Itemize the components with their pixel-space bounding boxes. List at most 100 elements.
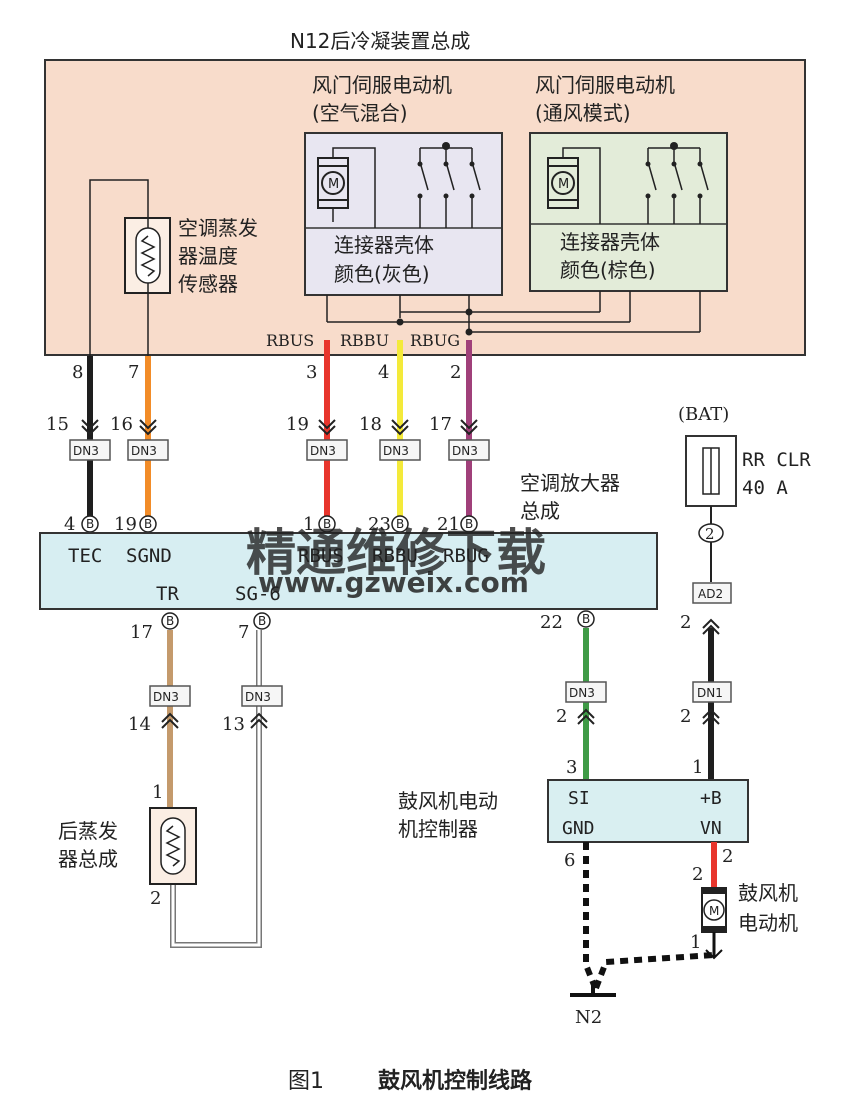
motor-pin-1: 1 (690, 932, 701, 953)
amp-bottom-marker-2: B (258, 614, 266, 628)
amp-top-pin-21: 21 (437, 514, 460, 535)
conn-upper-pin-15: 15 (46, 414, 69, 435)
blower-motor-controller (547, 779, 749, 843)
servo-air-mix-title: 风门伺服电动机 (312, 73, 452, 97)
ctrl-pin-6: 6 (564, 850, 575, 871)
conn-upper-box-5: DN3 (452, 444, 478, 458)
conn-lower-left-pin-14: 14 (128, 714, 151, 735)
motor-pin-2: 2 (692, 864, 703, 885)
conn-upper-box-1: DN3 (73, 444, 99, 458)
battery-label: (BAT) (678, 404, 729, 425)
amp-signal-sgnd: SGND (126, 545, 172, 567)
ctrl-label-2: 机控制器 (398, 817, 478, 841)
conn-lower-left-pin-13: 13 (222, 714, 245, 735)
amp-bottom-pin-7: 7 (238, 622, 249, 643)
evap-sensor-label-2: 器温度 (178, 244, 238, 268)
conn-lower-right-pin-1: 2 (556, 706, 567, 727)
servo-vent-mode: M (529, 132, 728, 292)
amp-signal-tr: TR (156, 583, 179, 605)
servo-vent-mode-housing-1: 连接器壳体 (560, 230, 660, 254)
watermark-url: www.gzweix.com (258, 566, 529, 599)
servo-vent-mode-subtitle: (通风模式) (535, 101, 631, 125)
amp-signal-tec: TEC (68, 545, 102, 567)
fuse-pin-2: 2 (705, 525, 715, 543)
servo-air-mix-motor-icon: M (328, 177, 339, 192)
conn-lower-right-pin-2: 2 (680, 706, 691, 727)
bus-label-rbus: RBUS (266, 331, 314, 350)
amp-pin-marker-4: B (396, 517, 404, 531)
amp-bottom-pin-17: 17 (130, 622, 153, 643)
fuse-name: RR CLR (742, 449, 811, 471)
conn-ad2: AD2 (698, 587, 723, 601)
rear-evap-label-2: 器总成 (58, 847, 118, 871)
wire-gnd-hatched (583, 842, 599, 992)
ctrl-signal-vn: VN (700, 818, 722, 839)
amp-top-pin-23: 23 (368, 514, 391, 535)
servo-vent-mode-title: 风门伺服电动机 (535, 73, 675, 97)
conn-lower-right-dn1: DN1 (697, 686, 723, 700)
amp-signal-rbbu: RBBU (372, 545, 418, 567)
ac-amplifier-assembly (39, 532, 658, 610)
rear-evap-pin-1: 1 (152, 782, 163, 803)
conn-ad2-pin: 2 (680, 612, 691, 633)
amp-pin-marker-3: B (323, 517, 331, 531)
unit-pin-3: 3 (306, 362, 317, 383)
evap-sensor-label-3: 传感器 (178, 272, 238, 296)
amp-pin-marker-2: B (144, 517, 152, 531)
rear-evap-pin-2: 2 (150, 888, 161, 909)
conn-upper-pin-19: 19 (286, 414, 309, 435)
amp-bottom-marker-1: B (166, 614, 174, 628)
amp-pin-marker-1: B (86, 517, 94, 531)
ctrl-signal-gnd: GND (562, 818, 595, 839)
conn-lower-left-dn3-2: DN3 (245, 690, 271, 704)
ctrl-pin-3: 3 (566, 757, 577, 778)
figure-caption: 鼓风机控制线路 (378, 1068, 533, 1094)
blower-motor-label-1: 鼓风机 (738, 881, 798, 905)
bus-label-rbug: RBUG (410, 331, 460, 350)
ctrl-signal-si: SI (568, 788, 590, 809)
figure-number: 图1 (288, 1069, 324, 1094)
blower-motor-label-2: 电动机 (738, 911, 798, 935)
amplifier-label-1: 空调放大器 (520, 471, 620, 495)
unit-pin-7: 7 (128, 362, 139, 383)
conn-lower-right-dn3: DN3 (569, 686, 595, 700)
ctrl-pin-1: 1 (692, 757, 703, 778)
amp-bottom-pin-22: 22 (540, 612, 563, 633)
servo-air-mix-housing-2: 颜色(灰色) (334, 262, 430, 286)
ctrl-label-1: 鼓风机电动 (398, 789, 498, 813)
amplifier-label-2: 总成 (520, 499, 560, 523)
amp-bottom-marker-3: B (582, 612, 590, 626)
unit-title: N12后冷凝装置总成 (290, 29, 470, 53)
conn-upper-box-2: DN3 (131, 444, 157, 458)
conn-upper-pin-18: 18 (359, 414, 382, 435)
unit-pin-8: 8 (72, 362, 83, 383)
wire-sg6-white (170, 630, 262, 948)
amp-pin-marker-5: B (465, 517, 473, 531)
unit-pin-4: 4 (378, 362, 389, 383)
amp-signal-rbug: RBUG (443, 545, 489, 567)
conn-upper-box-4: DN3 (383, 444, 409, 458)
amp-top-pin-1: 1 (303, 514, 314, 535)
bus-label-rbbu: RBBU (340, 331, 389, 350)
amp-signal-sg6: SG-6 (235, 583, 281, 605)
fuse-rating: 40 A (742, 477, 788, 499)
amp-signal-rbus: RBUS (298, 545, 344, 567)
unit-pin-2: 2 (450, 362, 461, 383)
servo-air-mix-housing-1: 连接器壳体 (334, 233, 434, 257)
conn-upper-pin-17: 17 (429, 414, 452, 435)
ground-label: N2 (575, 1007, 602, 1028)
ctrl-pin-2: 2 (722, 846, 733, 867)
watermark-title: 精通维修下载 (246, 524, 546, 582)
evap-temp-sensor (124, 217, 171, 294)
internal-bus-wiring (326, 291, 701, 333)
conn-lower-left-dn3-1: DN3 (153, 690, 179, 704)
amp-top-pin-19: 19 (114, 514, 137, 535)
servo-vent-mode-motor-icon: M (558, 177, 569, 192)
conn-upper-pin-16: 16 (110, 414, 133, 435)
blower-motor-symbol: M (709, 904, 719, 918)
servo-air-mix-subtitle: (空气混合) (312, 101, 408, 125)
ctrl-signal-b: +B (700, 788, 722, 809)
rear-evap-label-1: 后蒸发 (58, 819, 118, 843)
evap-sensor-label-1: 空调蒸发 (178, 216, 258, 240)
